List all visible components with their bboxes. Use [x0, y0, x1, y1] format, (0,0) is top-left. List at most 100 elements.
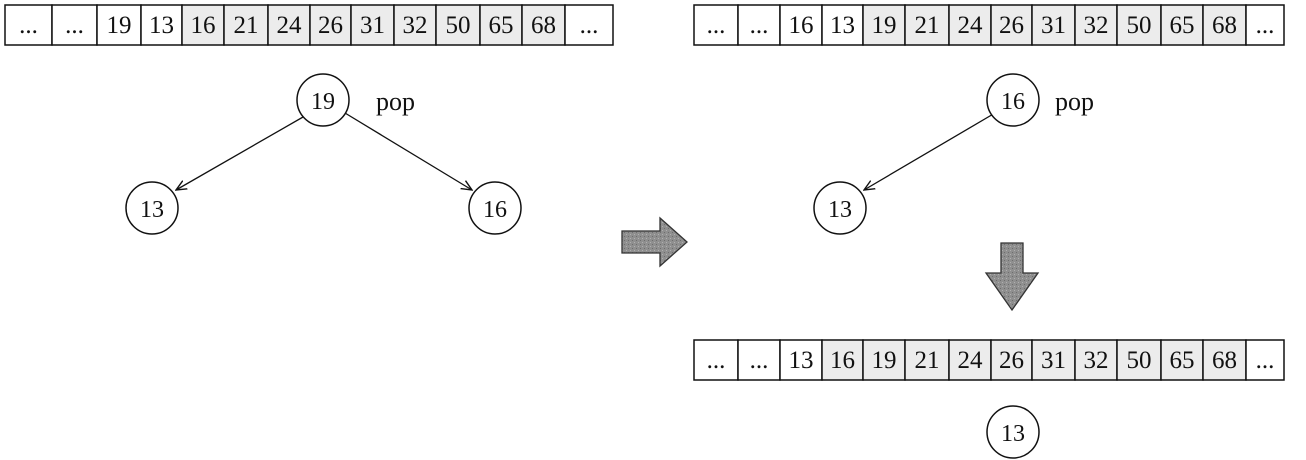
array-cell: 32	[1074, 339, 1118, 381]
array-cell-value: 16	[789, 12, 814, 39]
array-cell: ...	[693, 4, 739, 46]
array-cell: 65	[1160, 339, 1204, 381]
array-cell-value: ...	[1256, 12, 1275, 39]
array-cell-value: 24	[958, 12, 984, 39]
array-cell-value: 19	[107, 12, 132, 39]
array-cell: 50	[1116, 339, 1162, 381]
array-cell-value: ...	[750, 347, 769, 374]
transition-arrow-right	[621, 216, 688, 268]
array-cell: 21	[904, 339, 950, 381]
node-value: 13	[140, 197, 164, 223]
tree-node-right-child: 16	[468, 181, 522, 235]
array-cell: 26	[309, 4, 352, 46]
array-cell: 26	[990, 4, 1033, 46]
node-value: 19	[311, 89, 335, 115]
array-cell-value: 68	[1212, 12, 1237, 39]
array-cell: 16	[821, 339, 864, 381]
node-value: 13	[1001, 421, 1025, 447]
array-cell: ...	[564, 4, 614, 46]
transition-arrow-down	[984, 242, 1040, 312]
array-cell: 65	[1160, 4, 1204, 46]
array-cell: 24	[267, 4, 311, 46]
array-cell-value: ...	[580, 12, 599, 39]
array-cell-value: ...	[750, 12, 769, 39]
array-cell: 16	[779, 4, 823, 46]
array-cell-value: 50	[1127, 347, 1152, 374]
array-cell-value: 13	[789, 347, 814, 374]
node-value: 16	[1001, 89, 1025, 115]
array-cell-value: ...	[65, 12, 84, 39]
array-cell-value: 16	[191, 12, 216, 39]
array-cell: 32	[1074, 4, 1118, 46]
array-cell-value: 26	[999, 12, 1024, 39]
array-cell: ...	[737, 339, 781, 381]
array-cell: 68	[521, 4, 566, 46]
tree-right: 16 pop 13	[813, 73, 1094, 235]
array-cell-value: 26	[318, 12, 343, 39]
array-cell-value: 65	[1170, 12, 1195, 39]
array-cell-value: 21	[915, 12, 940, 39]
array-cell: 19	[96, 4, 142, 46]
array-cell: 13	[779, 339, 823, 381]
array-cell-value: 31	[360, 12, 385, 39]
array-cell: 24	[948, 339, 992, 381]
array-cell-value: 26	[999, 347, 1024, 374]
array-cell-value: 24	[277, 12, 303, 39]
array-cell: 68	[1202, 4, 1247, 46]
node-value: 16	[483, 197, 507, 223]
tree-node-bottom: 13	[986, 405, 1040, 459]
array-cell-value: 32	[403, 12, 428, 39]
array-cell-value: 19	[872, 347, 897, 374]
array-cell-value: 68	[531, 12, 556, 39]
array-cell-value: 32	[1084, 347, 1109, 374]
array-cell: 50	[1116, 4, 1162, 46]
array-cell: 21	[904, 4, 950, 46]
array-cell: 16	[181, 4, 225, 46]
array-cell: 19	[862, 339, 906, 381]
array-cell-value: 21	[234, 12, 259, 39]
array-cell-value: 31	[1041, 12, 1066, 39]
array-cell-value: 65	[1170, 347, 1195, 374]
array-top-left: ...... 19 13 16 21 24 26 31 32 50 65 68...	[4, 4, 614, 46]
array-cell: 31	[1031, 339, 1076, 381]
array-cell-value: ...	[19, 12, 38, 39]
array-cell-value: 13	[149, 12, 174, 39]
array-cell: ...	[4, 4, 53, 46]
array-cell-value: 50	[1127, 12, 1152, 39]
array-cell-value: 24	[958, 347, 984, 374]
array-cell: 13	[140, 4, 183, 46]
edge-root-to-right	[344, 112, 472, 190]
tree-left: 19 pop 13 16	[125, 73, 522, 235]
array-cell: ...	[737, 4, 781, 46]
array-bottom-right: ...... 13 16 19 21 24 26 31 32 50 65 68...	[693, 339, 1285, 381]
array-cell: ...	[693, 339, 739, 381]
array-cell: 21	[223, 4, 269, 46]
array-cell: ...	[1245, 339, 1285, 381]
array-cell: 65	[479, 4, 523, 46]
pop-label: pop	[1055, 87, 1094, 116]
array-cell-value: ...	[707, 12, 726, 39]
array-cell: ...	[51, 4, 98, 46]
array-cell: 68	[1202, 339, 1247, 381]
array-cell: 13	[821, 4, 864, 46]
edge-root-to-left	[864, 112, 996, 190]
array-cell: 50	[435, 4, 481, 46]
array-cell: 31	[350, 4, 395, 46]
array-cell-value: 68	[1212, 347, 1237, 374]
array-cell-value: 31	[1041, 347, 1066, 374]
array-cell: ...	[1245, 4, 1285, 46]
tree-node-left-child: 13	[813, 181, 867, 235]
array-cell: 31	[1031, 4, 1076, 46]
array-cell-value: ...	[1256, 347, 1275, 374]
array-cell: 32	[393, 4, 437, 46]
array-cell-value: 13	[830, 12, 855, 39]
array-cell-value: 65	[489, 12, 514, 39]
node-value: 13	[828, 197, 852, 223]
edge-root-to-left	[176, 112, 311, 190]
tree-node-root: 19	[296, 73, 350, 127]
tree-node-left-child: 13	[125, 181, 179, 235]
tree-node-root: 16	[986, 73, 1040, 127]
pop-label: pop	[376, 87, 415, 116]
